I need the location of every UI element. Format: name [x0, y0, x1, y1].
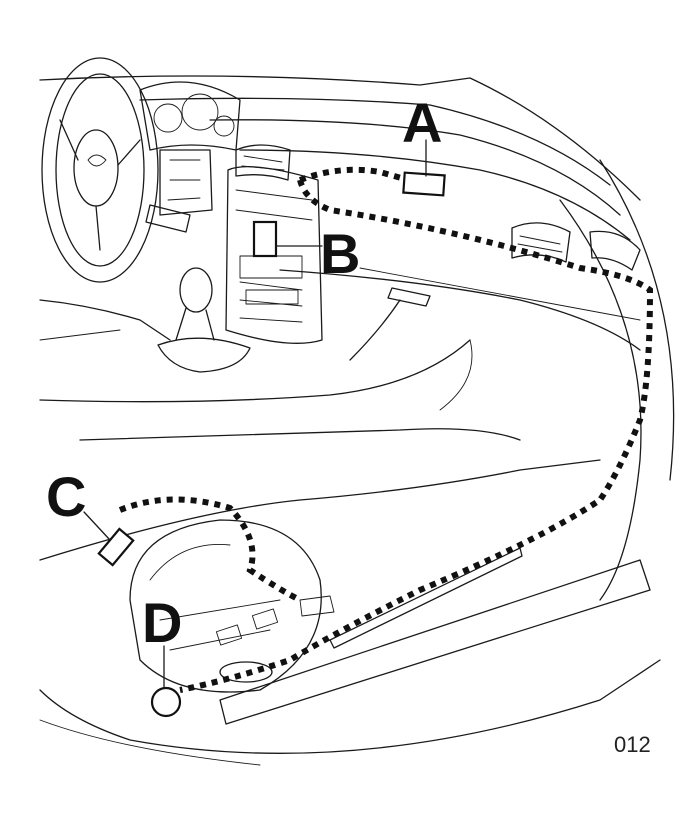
floor-area: [39, 159, 675, 766]
gear-shifter: [157, 267, 251, 373]
module-c: [97, 527, 135, 567]
figure-number: 012: [614, 732, 651, 757]
module-b: [252, 220, 278, 258]
steering-column: [145, 149, 213, 233]
module-a: [402, 171, 446, 197]
center-console: [225, 144, 323, 344]
callout-d: D: [142, 591, 182, 654]
module-d: [150, 686, 182, 718]
leader-lines: [83, 139, 427, 689]
callout-c: C: [46, 465, 86, 528]
callout-b: B: [320, 222, 360, 285]
callout-a: A: [402, 91, 442, 154]
dashboard-outline: [39, 75, 641, 411]
wiring-harness-route: [118, 166, 654, 693]
steering-wheel: [41, 57, 159, 283]
instrument-cluster: [139, 81, 241, 151]
